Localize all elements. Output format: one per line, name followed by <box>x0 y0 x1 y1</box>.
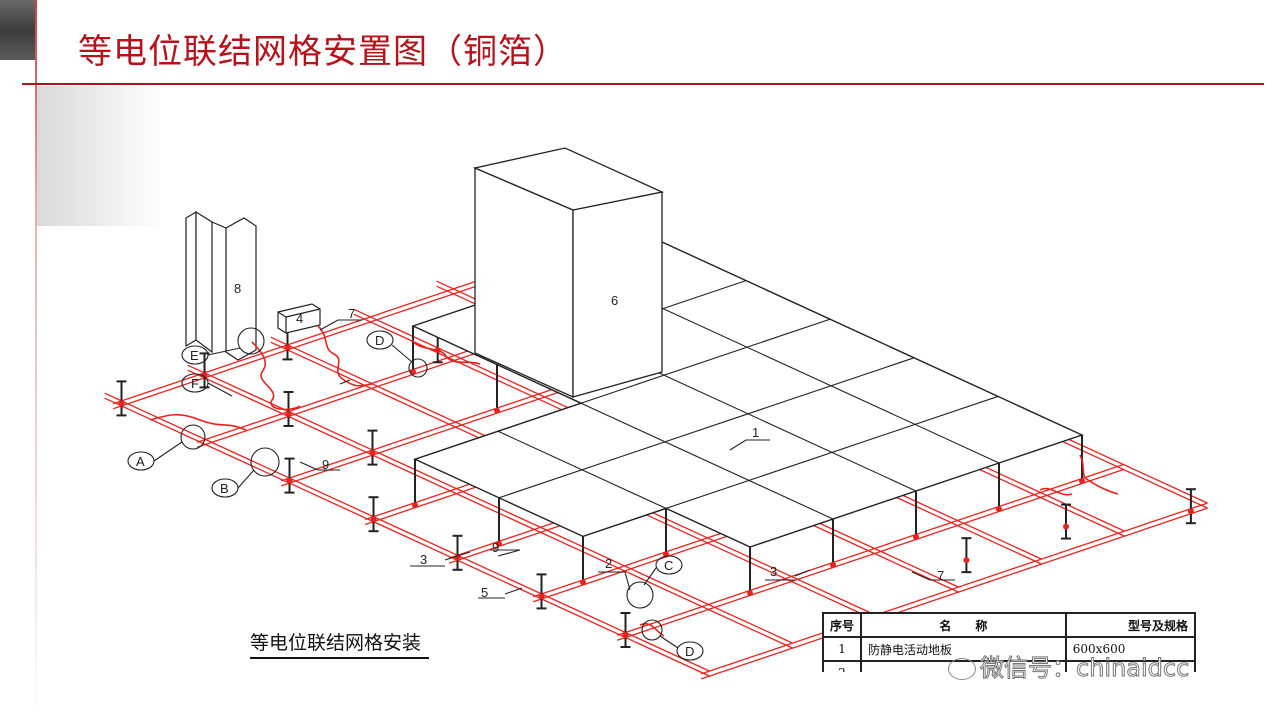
mesh-strip-line <box>616 468 1124 641</box>
label-7: 7 <box>937 568 944 583</box>
header-name: 名 称 <box>860 612 1067 638</box>
mesh-node <box>118 400 125 407</box>
tile-seam <box>413 345 768 547</box>
mesh-node <box>412 502 418 509</box>
label-A: A <box>136 454 145 469</box>
label-E: E <box>190 348 199 363</box>
mesh-node <box>1187 508 1194 515</box>
mesh-node <box>369 449 376 456</box>
slide-gradient-decoration <box>36 86 166 226</box>
label-F: F <box>191 376 199 391</box>
mesh-strip-line <box>700 507 1208 680</box>
header-index: 序号 <box>821 612 863 638</box>
mesh-node <box>370 516 377 523</box>
bonding-wires <box>149 325 1119 637</box>
mesh-node <box>580 579 586 586</box>
tile-seam <box>482 351 931 504</box>
label-4: 4 <box>296 311 303 326</box>
mesh-node <box>1079 478 1085 484</box>
steel-column <box>185 210 257 361</box>
mesh-node <box>286 477 293 484</box>
wechat-icon <box>948 658 976 680</box>
table-header-row: 序号 名 称 型号及规格 <box>821 612 1196 638</box>
label-B: B <box>220 481 229 496</box>
equipment-box <box>277 303 321 334</box>
mesh-node <box>963 557 970 564</box>
mesh-node <box>538 593 545 600</box>
watermark-text: 微信号：chinaidcc <box>979 654 1190 683</box>
label-1: 1 <box>752 425 759 440</box>
label-3: 3 <box>770 564 777 579</box>
mesh-node <box>622 632 629 638</box>
mesh-strip-line <box>104 397 710 677</box>
cell-index: 1 <box>821 636 863 662</box>
label-8: 8 <box>234 281 241 296</box>
mesh-node <box>996 506 1002 512</box>
cabinet <box>472 147 665 399</box>
cell-spec <box>1064 660 1196 672</box>
title-divider <box>22 83 1264 85</box>
mesh-node <box>284 344 291 351</box>
mesh-node <box>494 407 500 414</box>
label-D: D <box>685 644 694 659</box>
label-2: 2 <box>605 556 612 571</box>
cell-spec: 600x600 <box>1064 636 1196 662</box>
label-9: 9 <box>492 540 499 555</box>
label-9: 9 <box>322 457 329 472</box>
mesh-node <box>285 411 292 417</box>
tile-seam <box>566 390 1015 543</box>
mesh-strip-line <box>104 392 710 672</box>
mesh-node <box>747 590 753 596</box>
label-7: 7 <box>348 306 355 321</box>
diagram-labels: 8 4 7 6 1 9 9 3 2 5 3 7 E F A B D C D <box>136 281 944 659</box>
label-3: 3 <box>420 552 427 567</box>
label-D: D <box>375 333 384 348</box>
label-6: 6 <box>611 293 618 308</box>
callout-circles <box>127 319 955 661</box>
slide-corner-decoration <box>0 0 36 60</box>
mesh-node <box>913 534 919 540</box>
mesh-node <box>1063 523 1069 530</box>
header-spec: 型号及规格 <box>1064 612 1196 638</box>
watermark: 微信号：chinaidcc <box>948 648 1190 683</box>
diagram-caption: 等电位联结网格安装 <box>250 628 430 659</box>
slide-vertical-accent <box>35 0 37 720</box>
legend-table: 序号 名 称 型号及规格 1 防静电活动地板 600x600 2 <box>821 612 1196 672</box>
tile-seam <box>413 317 851 528</box>
slide-title: 等电位联结网格安置图（铜箔） <box>78 32 568 72</box>
legend-table-container: 序号 名 称 型号及规格 1 防静电活动地板 600x600 2 <box>820 610 1196 672</box>
label-C: C <box>664 558 673 573</box>
mesh-node <box>830 562 836 568</box>
cell-index: 2 <box>821 660 863 672</box>
mesh-node <box>201 372 208 379</box>
label-5: 5 <box>481 585 488 600</box>
mesh-node <box>496 540 502 547</box>
